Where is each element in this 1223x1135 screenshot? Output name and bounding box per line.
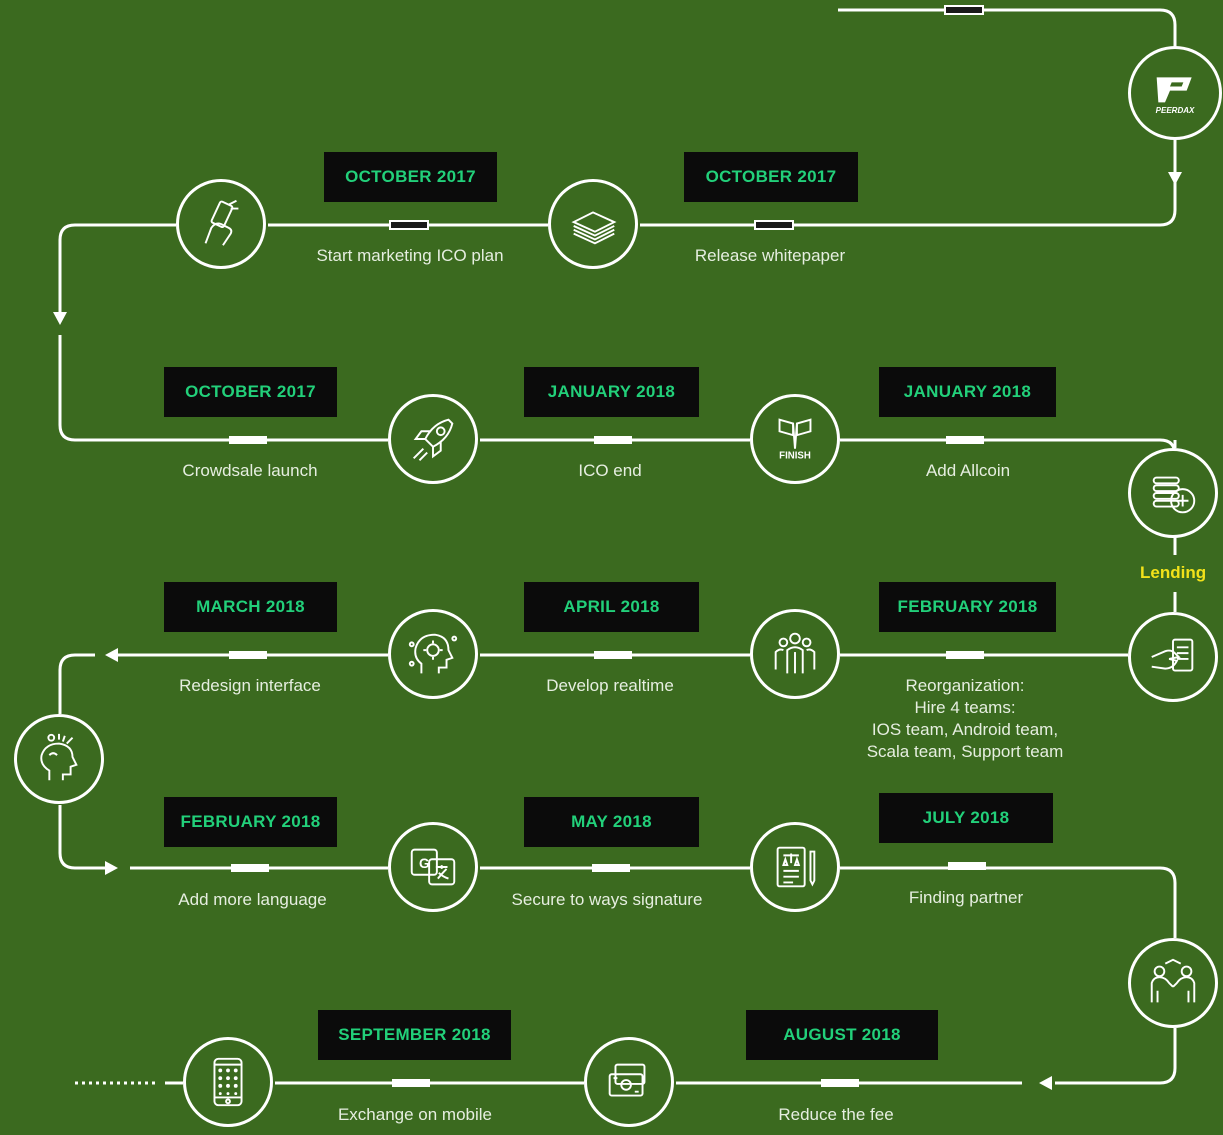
milestone-label: Release whitepaper (694, 246, 846, 265)
milestone-date: FEBRUARY 2018 (879, 582, 1056, 632)
milestone-date: JULY 2018 (879, 793, 1053, 843)
mobile-phone-icon (183, 1037, 273, 1127)
milestone-label: Secure to ways signature (511, 890, 703, 909)
rocket-icon (388, 394, 478, 484)
milestone-date: SEPTEMBER 2018 (318, 1010, 511, 1060)
milestone-label: Exchange on mobile (337, 1105, 493, 1124)
milestone-label: Crowdsale launch (182, 461, 318, 480)
svg-text:FINISH: FINISH (779, 450, 811, 461)
milestone-date: JANUARY 2018 (524, 367, 699, 417)
legal-document-icon (750, 822, 840, 912)
gear-head-icon (388, 609, 478, 699)
team-people-icon (750, 609, 840, 699)
milestone-label: ICO end (578, 461, 642, 480)
milestone-label: Reorganization: Hire 4 teams: IOS team, … (866, 676, 1064, 761)
money-icon (584, 1037, 674, 1127)
milestone-date: OCTOBER 2017 (324, 152, 497, 202)
milestone-label: Add more language (178, 890, 327, 909)
milestone-date: MAY 2018 (524, 797, 699, 847)
coin-stack-icon (1128, 448, 1218, 538)
milestone-label: Start marketing ICO plan (316, 246, 504, 265)
milestone-date: FEBRUARY 2018 (164, 797, 337, 847)
milestone-date: MARCH 2018 (164, 582, 337, 632)
finish-flags-icon: FINISH (750, 394, 840, 484)
milestone-date: APRIL 2018 (524, 582, 699, 632)
lending-label: Lending (1140, 563, 1207, 582)
milestone-label: Finding partner (908, 888, 1024, 907)
svg-text:G: G (419, 856, 430, 871)
milestone-date: OCTOBER 2017 (684, 152, 858, 202)
translate-icon: G (388, 822, 478, 912)
milestone-label: Develop realtime (546, 676, 674, 695)
milestone-date: AUGUST 2018 (746, 1010, 938, 1060)
paper-stack-icon (548, 179, 638, 269)
hand-phone-icon (176, 179, 266, 269)
logo-text: PEERDAX (1155, 105, 1195, 115)
handshake-icon (1128, 938, 1218, 1028)
hand-document-icon (1128, 612, 1218, 702)
milestone-label: Redesign interface (179, 676, 321, 695)
milestone-date: OCTOBER 2017 (164, 367, 337, 417)
peerdax-logo-icon: PEERDAX (1128, 46, 1222, 140)
idea-head-icon (14, 714, 104, 804)
milestone-date: JANUARY 2018 (879, 367, 1056, 417)
milestone-label: Reduce the fee (778, 1105, 894, 1124)
milestone-label: Add Allcoin (925, 461, 1011, 480)
